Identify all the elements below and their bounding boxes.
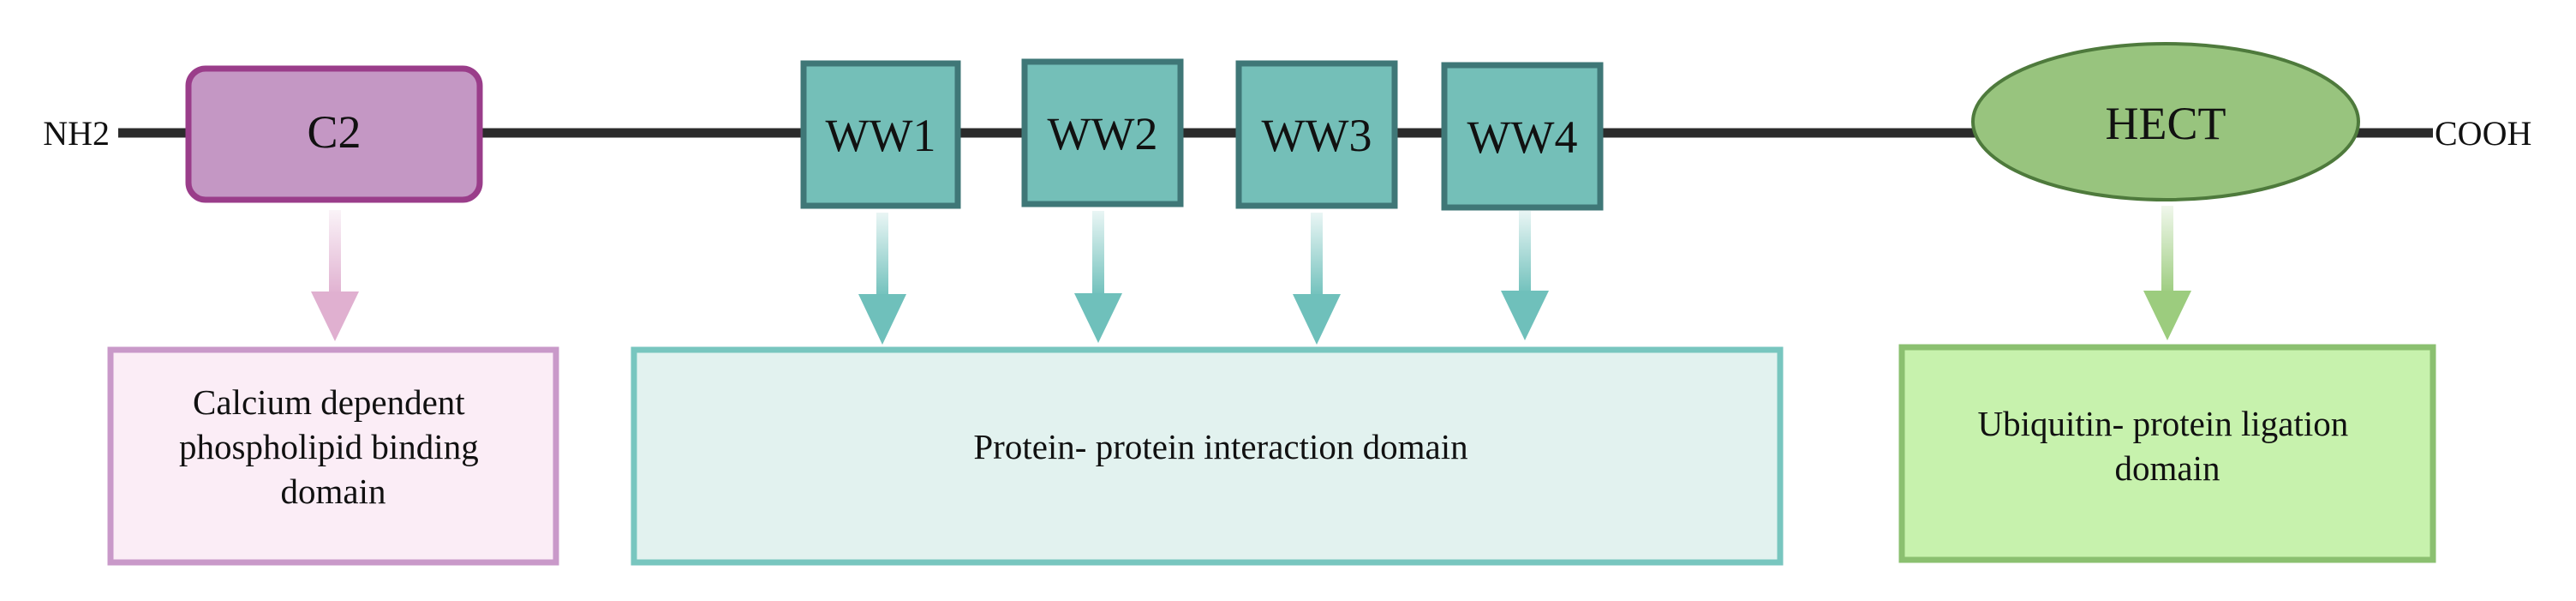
hect-function-box: Ubiquitin- protein ligation domain: [1898, 344, 2436, 563]
c2-function-line: domain: [281, 472, 386, 511]
ww3-arrow: [1293, 213, 1341, 345]
c2-domain-box: [185, 65, 483, 203]
ww4-domain-box: [1441, 62, 1604, 211]
c2-function-line: phospholipid binding: [179, 427, 479, 466]
c2-function-line: Calcium dependent: [193, 382, 465, 422]
ww2-domain-label: WW2: [1048, 108, 1158, 159]
ww2-domain: WW2: [1021, 58, 1184, 207]
ww4-arrow: [1501, 211, 1549, 340]
ww1-domain: WW1: [800, 60, 961, 209]
ww2-domain-box: [1021, 58, 1184, 207]
hect-domain: HECT: [1971, 42, 2360, 201]
ww4-domain-label: WW4: [1467, 111, 1578, 163]
hect-arrow: [2143, 206, 2191, 340]
c2-arrow: [311, 210, 359, 341]
c2-function-text: Calcium dependent phospholipid binding d…: [179, 382, 487, 511]
ww1-domain-label: WW1: [826, 110, 936, 161]
ww-function-line: Protein- protein interaction domain: [973, 427, 1467, 466]
ww4-domain: WW4: [1441, 62, 1604, 211]
ww3-domain-box: [1235, 60, 1398, 209]
ww-function-text: Protein- protein interaction domain: [973, 427, 1467, 466]
ww-function-box: Protein- protein interaction domain: [631, 346, 1784, 566]
ww3-domain: WW3: [1235, 60, 1398, 209]
hect-domain-ellipse: [1971, 42, 2360, 201]
n-terminus-label: NH2: [43, 114, 110, 153]
hect-function-text: Ubiquitin- protein ligation domain: [1978, 404, 2358, 488]
hect-function-line: domain: [2115, 448, 2220, 488]
ww1-arrow: [858, 213, 906, 345]
c2-domain: C2: [185, 65, 483, 203]
c2-function-box: Calcium dependent phospholipid binding d…: [107, 346, 559, 566]
hect-function-line: Ubiquitin- protein ligation: [1978, 404, 2349, 443]
ww3-domain-label: WW3: [1262, 110, 1372, 161]
c2-domain-label: C2: [307, 106, 361, 158]
ww2-arrow: [1074, 211, 1122, 343]
ww1-domain-box: [800, 60, 961, 209]
hect-domain-label: HECT: [2106, 98, 2226, 149]
c-terminus-label: COOH: [2435, 114, 2531, 153]
